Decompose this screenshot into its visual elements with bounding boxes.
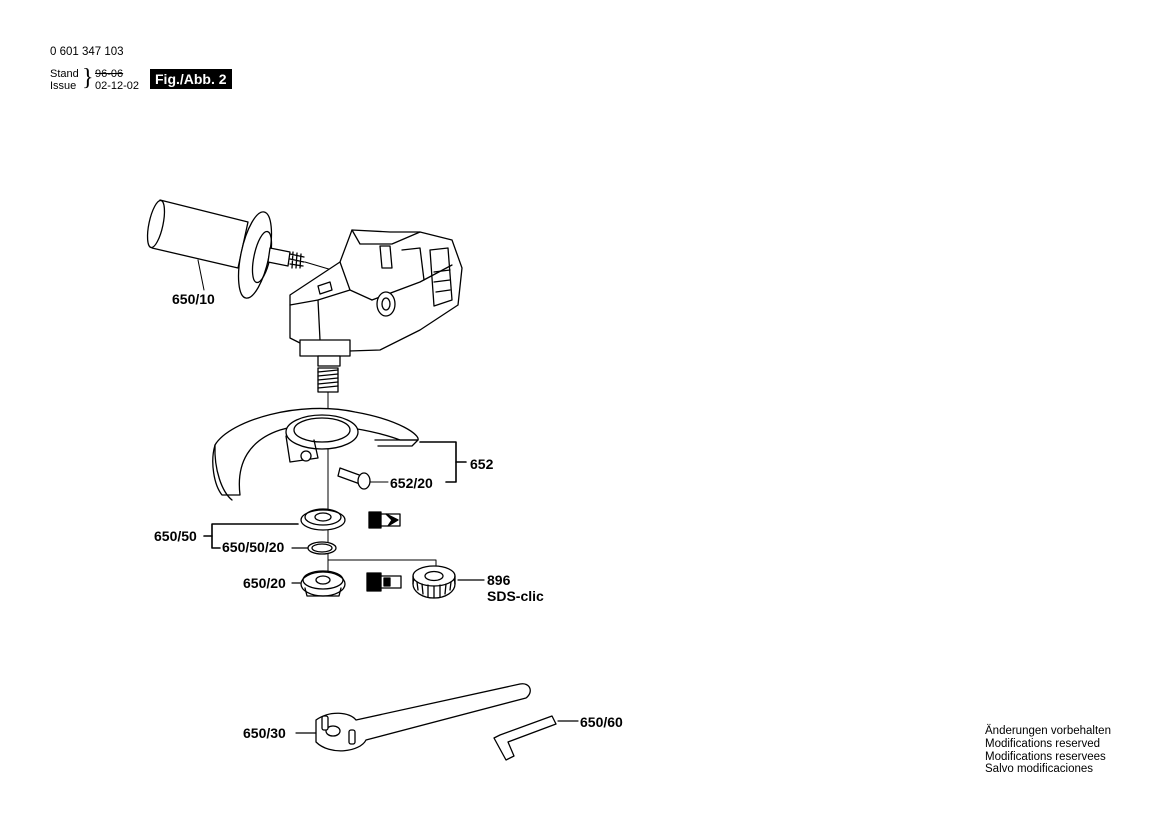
sds-clic-nut-drawing [412, 565, 456, 599]
label-spanner: 650/30 [243, 725, 286, 741]
label-hex-key: 650/60 [580, 714, 623, 730]
document-number: 0 601 347 103 [50, 46, 124, 58]
label-clamp-nut: 650/20 [243, 575, 286, 591]
guard-drawing [212, 407, 419, 501]
label-flange-set: 650/50 [154, 528, 197, 544]
label-guard: 652 [470, 456, 494, 472]
label-handle: 650/10 [172, 291, 215, 307]
label-sds-nut-number: 896 [487, 572, 511, 588]
guard-screw-drawing [337, 467, 371, 490]
pin-spanner-drawing [315, 683, 531, 752]
figure-label: Fig./Abb. 2 [150, 69, 232, 89]
note-de: Änderungen vorbehalten [985, 725, 1111, 737]
label-o-ring: 650/50/20 [222, 539, 284, 555]
side-handle-drawing [146, 199, 305, 299]
hex-key-drawing [493, 715, 557, 761]
issue-value: 02-12-02 [95, 80, 140, 92]
label-guard-screw: 652/20 [390, 475, 433, 491]
grinder-head-drawing [289, 229, 463, 367]
note-es: Salvo modificaciones [985, 763, 1094, 776]
section-symbol-1 [368, 511, 401, 529]
mounting-flange-drawing [300, 508, 346, 531]
label-sds-nut-name: SDS-clic [487, 588, 544, 604]
modifications-note: Änderungen vorbehalten Modifications res… [985, 725, 1111, 776]
note-en: Modifications reserved [985, 737, 1101, 750]
spindle-drawing [317, 367, 339, 393]
brace-symbol: } [82, 65, 94, 91]
note-fr: Modifications reservees [985, 750, 1106, 763]
clamp-nut-drawing [300, 570, 346, 597]
stand-value: 96-06 [95, 68, 124, 80]
issue-label: Issue [50, 80, 77, 92]
stand-label: Stand [50, 68, 79, 80]
section-symbol-2 [366, 572, 402, 592]
